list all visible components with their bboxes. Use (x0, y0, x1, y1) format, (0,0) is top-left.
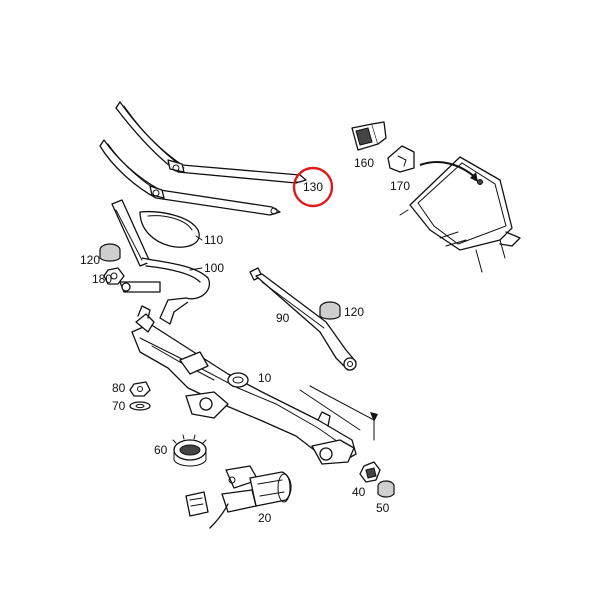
wiper-arm-left[interactable] (111, 199, 211, 325)
wiper-motor[interactable] (185, 465, 292, 529)
wiper-arm-right[interactable] (249, 267, 357, 371)
windshield-inset (399, 156, 521, 273)
highlight-circle-130 (292, 166, 334, 208)
label-100: 100 (204, 261, 224, 275)
cap-left[interactable] (99, 243, 121, 262)
nut-80[interactable] (129, 381, 151, 397)
label-110: 110 (204, 233, 223, 247)
nut-left[interactable] (103, 267, 125, 285)
label-160: 160 (354, 156, 374, 170)
label-50: 50 (376, 501, 390, 515)
install-arrow (419, 161, 477, 179)
arm-cover[interactable] (139, 210, 200, 248)
label-120-right: 120 (344, 305, 364, 319)
wiper-blade-upper[interactable] (115, 101, 307, 184)
label-60: 60 (154, 443, 168, 457)
label-40: 40 (352, 485, 366, 499)
rain-sensor[interactable] (351, 121, 387, 151)
wiper-linkage-frame[interactable] (131, 305, 357, 465)
label-180: 180 (92, 272, 112, 286)
label-20: 20 (258, 511, 272, 525)
label-130: 130 (303, 180, 323, 194)
label-10: 10 (258, 371, 272, 385)
cap-50[interactable] (377, 480, 395, 498)
label-120-left: 120 (80, 253, 100, 267)
sensor-bracket[interactable] (387, 145, 415, 173)
wiper-blade-lower[interactable] (99, 139, 281, 216)
cap-right[interactable] (319, 301, 341, 320)
drive-gear[interactable] (172, 434, 207, 467)
label-70: 70 (112, 399, 126, 413)
washer-70[interactable] (129, 401, 151, 411)
label-80: 80 (112, 381, 126, 395)
label-170: 170 (390, 179, 410, 193)
label-90: 90 (276, 311, 290, 325)
grommet-40[interactable] (359, 461, 381, 483)
